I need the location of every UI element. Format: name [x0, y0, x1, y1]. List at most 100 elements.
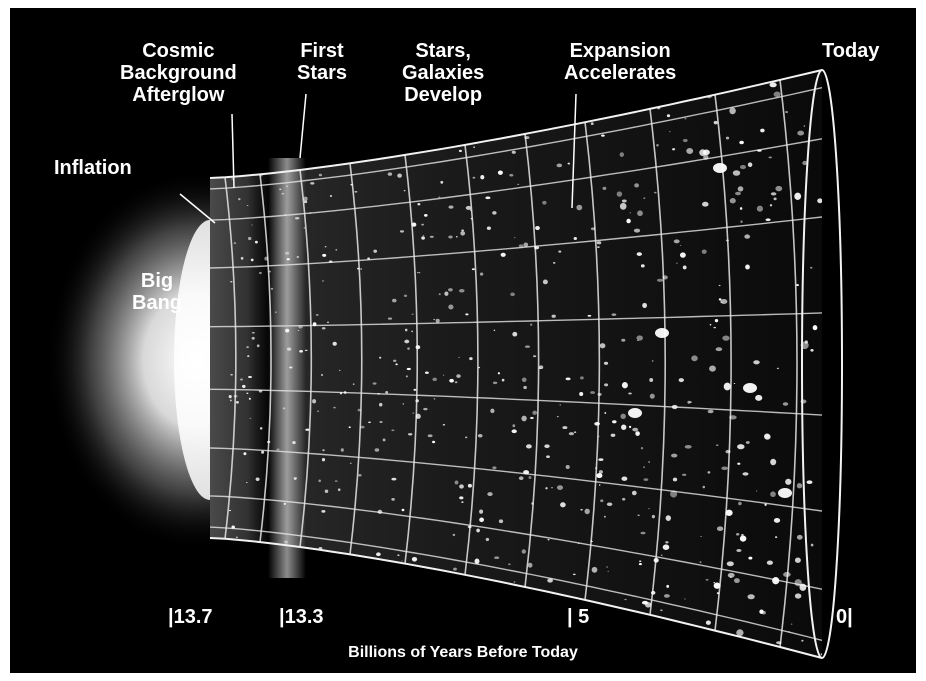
funnel-bottom-edge — [209, 537, 823, 659]
galaxy-dot — [597, 435, 600, 438]
galaxy-dot — [521, 377, 527, 383]
galaxy-dot — [249, 417, 252, 419]
galaxy-dot — [421, 223, 424, 226]
galaxy-dot — [707, 471, 711, 474]
galaxy-dot — [286, 185, 288, 187]
galaxy-dot — [718, 298, 722, 301]
galaxy-dot — [251, 224, 253, 226]
galaxy-dot — [665, 515, 671, 521]
galaxy-dot — [650, 590, 656, 595]
galaxy-dot — [682, 138, 688, 143]
galaxy-dot — [444, 291, 449, 296]
galaxy-dot — [297, 330, 300, 331]
label-stars-galaxies-line-1: Stars, — [415, 40, 471, 62]
galaxy-dot — [640, 264, 645, 268]
grid-line-3 — [210, 216, 822, 269]
galaxy-dot — [761, 610, 766, 615]
galaxy-dot — [303, 196, 308, 201]
galaxy-dot — [594, 421, 600, 426]
galaxy-dot — [478, 366, 481, 369]
galaxy-dot — [737, 444, 745, 450]
galaxy-dot — [459, 496, 464, 500]
galaxy-dot — [274, 311, 277, 313]
galaxy-dot — [433, 318, 436, 321]
grid-ring-7 — [524, 133, 540, 588]
galaxy-dot — [556, 485, 564, 490]
galaxy-dot — [669, 131, 671, 133]
galaxy-dot — [493, 329, 496, 331]
galaxy-dot — [461, 501, 464, 503]
galaxy-dot — [500, 252, 506, 257]
galaxy-dot — [322, 280, 324, 282]
galaxy-dot — [643, 478, 649, 481]
galaxy-dot — [604, 383, 609, 387]
galaxy-dot — [770, 458, 777, 466]
galaxy-dot — [656, 143, 659, 147]
galaxy-dot — [432, 440, 436, 444]
galaxy-dot — [422, 235, 425, 237]
galaxy-dot — [448, 304, 454, 310]
galaxy-dot — [621, 424, 627, 430]
galaxy-dot — [736, 549, 742, 552]
galaxy-dot — [642, 302, 647, 308]
galaxy-dot — [452, 533, 456, 537]
galaxy-dot — [348, 426, 351, 429]
galaxy-dot — [556, 163, 563, 168]
galaxy-dot — [395, 363, 398, 366]
galaxy-dot — [233, 242, 237, 245]
galaxy-dot — [392, 298, 397, 303]
galaxy-dot — [576, 204, 583, 211]
galaxy-dot — [636, 252, 642, 256]
galaxy-dot — [393, 359, 397, 362]
galaxy-dot — [477, 433, 483, 438]
galaxy-dot — [765, 218, 771, 222]
galaxy-dot — [687, 400, 691, 404]
bright-galaxy-2 — [831, 248, 845, 258]
galaxy-dot — [318, 173, 323, 177]
galaxy-dot — [729, 107, 736, 115]
galaxy-dot — [333, 406, 336, 409]
galaxy-dot — [518, 476, 524, 480]
galaxy-dot — [485, 196, 491, 200]
galaxy-dot — [442, 374, 445, 376]
tick-13-3: |13.3 — [279, 606, 324, 628]
galaxy-dot — [279, 188, 282, 191]
galaxy-dot — [733, 578, 740, 584]
galaxy-dot — [235, 401, 239, 404]
galaxy-dot — [261, 450, 265, 454]
grid-ring-6 — [464, 144, 479, 575]
galaxy-dot — [722, 335, 730, 341]
galaxy-dot — [725, 509, 733, 516]
label-expansion-line-2: Accelerates — [564, 62, 677, 84]
galaxy-dot — [391, 429, 395, 432]
galaxy-dot — [538, 367, 542, 370]
galaxy-dot — [438, 196, 441, 198]
galaxy-dot — [407, 347, 410, 350]
galaxy-dot — [660, 554, 663, 556]
galaxy-dot — [524, 136, 530, 140]
galaxy-dot — [459, 484, 464, 489]
galaxy-dot — [810, 348, 814, 352]
galaxy-dot — [757, 149, 762, 152]
galaxy-dot — [590, 391, 596, 394]
tick-0: 0| — [836, 606, 853, 628]
galaxy-dot — [794, 192, 802, 200]
galaxy-dot — [284, 540, 288, 544]
galaxy-dot — [573, 237, 577, 240]
galaxy-dot — [745, 441, 750, 444]
galaxy-dot — [246, 392, 249, 394]
galaxy-dot — [523, 242, 529, 247]
galaxy-dot — [597, 246, 600, 249]
galaxy-dot — [740, 165, 746, 170]
galaxy-dot — [773, 197, 777, 201]
galaxy-dot — [235, 536, 238, 539]
galaxy-dot — [621, 382, 628, 389]
galaxy-dot — [606, 502, 613, 506]
galaxy-dot — [552, 262, 556, 264]
galaxy-dot — [597, 392, 602, 396]
galaxy-dot — [523, 470, 530, 475]
galaxy-dot — [683, 598, 686, 600]
galaxy-dot — [284, 214, 286, 216]
galaxy-dot — [442, 424, 446, 426]
galaxy-dot — [229, 399, 232, 402]
